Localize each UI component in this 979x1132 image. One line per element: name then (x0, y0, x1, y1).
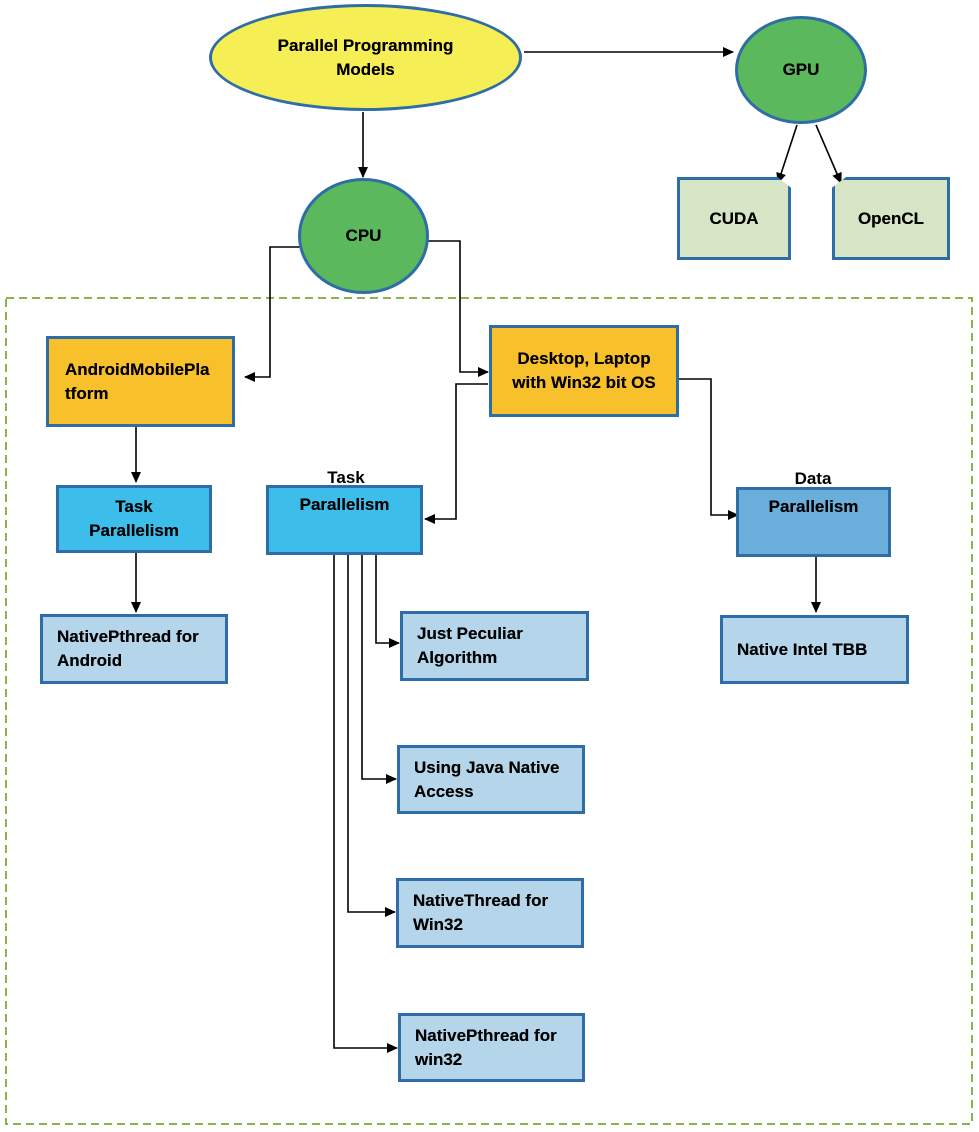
cpu-platform-region (5, 297, 973, 1125)
android-platform-label: AndroidMobilePla tform (65, 359, 210, 403)
edge-gpu-cuda (776, 124, 798, 184)
root-label: Parallel Programming Models (277, 35, 454, 79)
edge-gpu-opencl (815, 124, 842, 184)
edge-cpu-android (244, 246, 303, 382)
native-pthread-win32-label: NativePthread for win32 (415, 1025, 557, 1069)
edge-cpu-desktop (427, 240, 489, 377)
desktop-platform-label: Desktop, Laptop with Win32 bit OS (512, 349, 656, 392)
cuda-label: CUDA (709, 208, 759, 228)
intel-tbb-node: Native Intel TBB (720, 615, 909, 684)
android-pthread-label: NativePthread for Android (57, 627, 199, 670)
edge-task-thread (347, 555, 396, 917)
data-parallelism-label: Parallelism (768, 497, 859, 516)
opencl-node: OpenCL (832, 177, 950, 260)
android-platform-node: AndroidMobilePla tform (46, 336, 235, 427)
edge-task-pthread (333, 555, 398, 1053)
desktop-task-title: Task (327, 468, 365, 487)
edge-task-peculiar (375, 555, 400, 648)
data-parallelism-title: Data (794, 469, 832, 488)
data-parallelism-node: Parallelism (736, 487, 891, 557)
native-pthread-win32-node: NativePthread for win32 (398, 1013, 585, 1082)
desktop-platform-node: Desktop, Laptop with Win32 bit OS (489, 325, 679, 417)
cpu-label: CPU (345, 226, 382, 245)
cuda-node: CUDA (677, 177, 791, 260)
just-peculiar-label: Just Peculiar Algorithm (417, 624, 523, 667)
native-thread-node: NativeThread for Win32 (396, 878, 584, 948)
root-node: Parallel Programming Models (209, 4, 522, 111)
gpu-label: GPU (782, 60, 820, 79)
android-pthread-node: NativePthread for Android (40, 614, 228, 684)
intel-tbb-label: Native Intel TBB (737, 639, 868, 659)
native-thread-label: NativeThread for Win32 (413, 891, 549, 934)
desktop-task-label: Parallelism (299, 495, 390, 514)
android-task-node: Task Parallelism (56, 485, 212, 553)
cpu-node: CPU (298, 178, 429, 294)
just-peculiar-node: Just Peculiar Algorithm (400, 611, 589, 681)
java-native-node: Using Java Native Access (397, 745, 585, 814)
android-task-label: Task Parallelism (89, 497, 179, 540)
edge-task-java (361, 555, 397, 784)
opencl-label: OpenCL (857, 208, 925, 228)
edge-desktop-task (424, 383, 488, 524)
desktop-task-node: Parallelism (266, 485, 423, 555)
edge-desktop-data (679, 378, 739, 520)
java-native-label: Using Java Native Access (414, 757, 560, 801)
gpu-node: GPU (735, 16, 867, 124)
